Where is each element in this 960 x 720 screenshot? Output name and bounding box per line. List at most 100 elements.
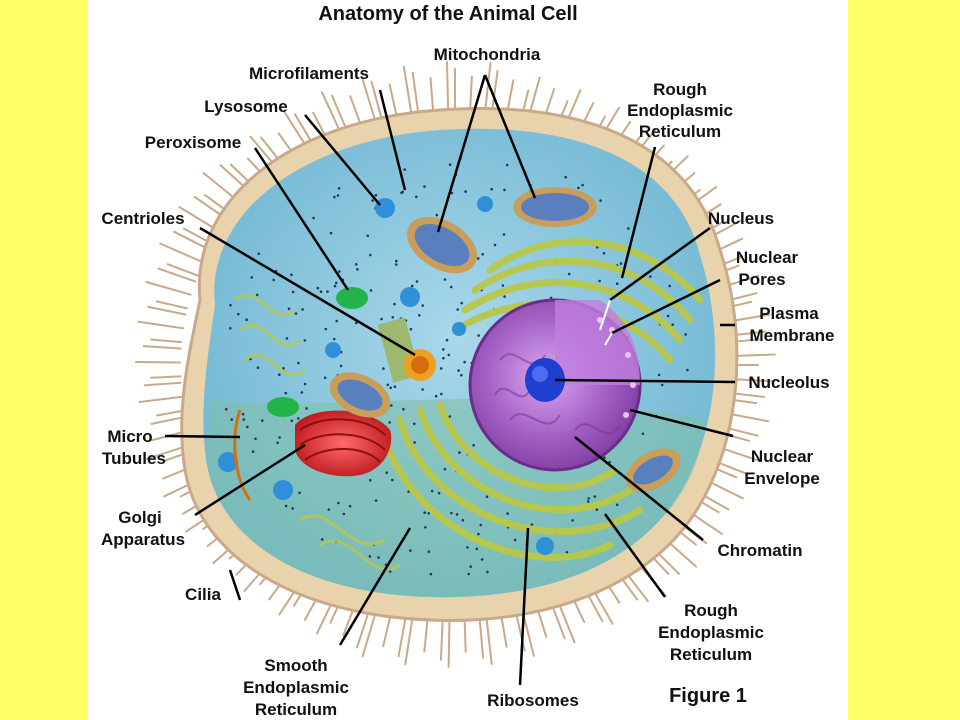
ribosome-dot — [505, 163, 509, 167]
ribosome-dot — [549, 296, 553, 300]
ribosome-dot — [388, 421, 391, 424]
cilium — [439, 618, 444, 661]
ribosome-dot — [564, 175, 567, 179]
cilium — [550, 602, 566, 640]
centrioles-shape — [377, 317, 436, 383]
ribosome-dot — [439, 367, 443, 370]
ribosome-dot — [435, 213, 439, 217]
ribosome-dot — [481, 253, 485, 256]
cilium — [521, 611, 535, 657]
ribosome-dot — [418, 314, 421, 317]
ribosome-dot — [409, 327, 413, 331]
ribosome-dot — [393, 302, 396, 306]
ribosome-dot — [391, 316, 395, 319]
cilium — [447, 618, 451, 668]
ribosome-dot — [374, 193, 378, 197]
ribosome-dot — [598, 279, 601, 283]
cilium — [360, 75, 377, 122]
cilium — [500, 615, 508, 648]
label-nuclear-envelope-1: Nuclear — [751, 447, 814, 466]
ribosome-dot — [300, 391, 304, 394]
cilium — [135, 361, 181, 364]
ribosome-dot — [464, 190, 467, 193]
ribosome-dot — [366, 234, 370, 238]
cilium — [397, 614, 407, 658]
ribosome-dot — [320, 538, 324, 541]
ribosome-dot — [477, 532, 480, 536]
ribosome-dot — [305, 407, 308, 410]
ribosome-dot — [565, 551, 569, 554]
ribosome-dot — [342, 512, 346, 516]
ribosome-dot — [660, 383, 664, 387]
ribosome-dot — [254, 437, 257, 441]
ribosome-dot — [450, 285, 453, 289]
ribosome-dot — [410, 284, 414, 288]
ribosome-dot — [466, 546, 469, 549]
ribosome-dot — [599, 199, 602, 202]
ribosome-dot — [460, 301, 464, 305]
ribosome-dot — [256, 366, 260, 370]
ribosome-dot — [456, 308, 460, 311]
ribosome-dot — [460, 373, 463, 377]
cilium — [429, 76, 435, 112]
ribosome-dot — [463, 360, 466, 364]
ribosome-dot — [472, 444, 475, 447]
cilium — [402, 65, 413, 115]
ribosome-dot — [339, 364, 343, 368]
cilium — [478, 618, 485, 659]
ribosome-dot — [382, 367, 385, 370]
ribosome-dot — [571, 519, 574, 522]
ribosome-dot — [354, 263, 358, 266]
ribosome-dot — [445, 338, 449, 342]
ribosome-dot — [493, 243, 497, 247]
ribosome-dot — [400, 191, 403, 195]
ribosome-dot — [450, 511, 453, 515]
cilium — [423, 617, 429, 653]
ribosome-dot — [448, 415, 452, 418]
ribosome-dot — [326, 290, 329, 293]
ribosome-dot — [285, 337, 289, 340]
ribosome-dot — [502, 233, 506, 236]
cilium — [404, 616, 414, 666]
label-rough-er-bottom-1: Rough — [684, 601, 738, 620]
ribosome-dot — [686, 368, 689, 372]
ribosome-dot — [336, 194, 340, 197]
ribosome-dot — [332, 337, 336, 341]
ribosome-dot — [469, 565, 473, 568]
cilium — [166, 263, 199, 277]
label-golgi-2: Apparatus — [101, 530, 185, 549]
cilium — [463, 618, 467, 653]
ribosome-dot — [390, 404, 393, 407]
ribosome-dot — [603, 456, 606, 459]
ribosome-dot — [427, 512, 431, 515]
leader-lines — [164, 74, 736, 686]
ribosome-dot — [327, 508, 331, 511]
cilium — [150, 415, 187, 425]
smooth-er-shape — [234, 293, 401, 571]
ribosome-dot — [287, 307, 291, 311]
label-nucleolus: Nucleolus — [748, 373, 829, 392]
cilium — [142, 345, 182, 350]
cilium — [321, 91, 342, 135]
ribosome-dot — [586, 500, 590, 503]
ribosome-dot — [666, 314, 670, 318]
label-chromatin: Chromatin — [718, 541, 803, 560]
white-leader-lines — [599, 299, 613, 346]
ribosome-dot — [442, 356, 445, 360]
cilium — [143, 381, 182, 387]
label-rough-er-bottom-3: Reticulum — [670, 645, 752, 664]
peroxisome-shape-2 — [267, 397, 299, 417]
ribosome-dot — [371, 199, 374, 202]
ribosome-dot — [298, 491, 301, 495]
label-cilia: Cilia — [185, 585, 221, 604]
ribosome-dot — [301, 308, 304, 311]
ribosome-dot — [395, 259, 398, 263]
ribosome-dot — [230, 418, 233, 421]
label-plasma-membrane-2: Membrane — [749, 326, 834, 345]
label-nuclear-pores-2: Pores — [738, 270, 785, 289]
cilium — [150, 338, 183, 344]
ribosome-dot — [503, 295, 506, 298]
cilium — [557, 600, 576, 644]
ribosome-dot — [442, 348, 445, 351]
